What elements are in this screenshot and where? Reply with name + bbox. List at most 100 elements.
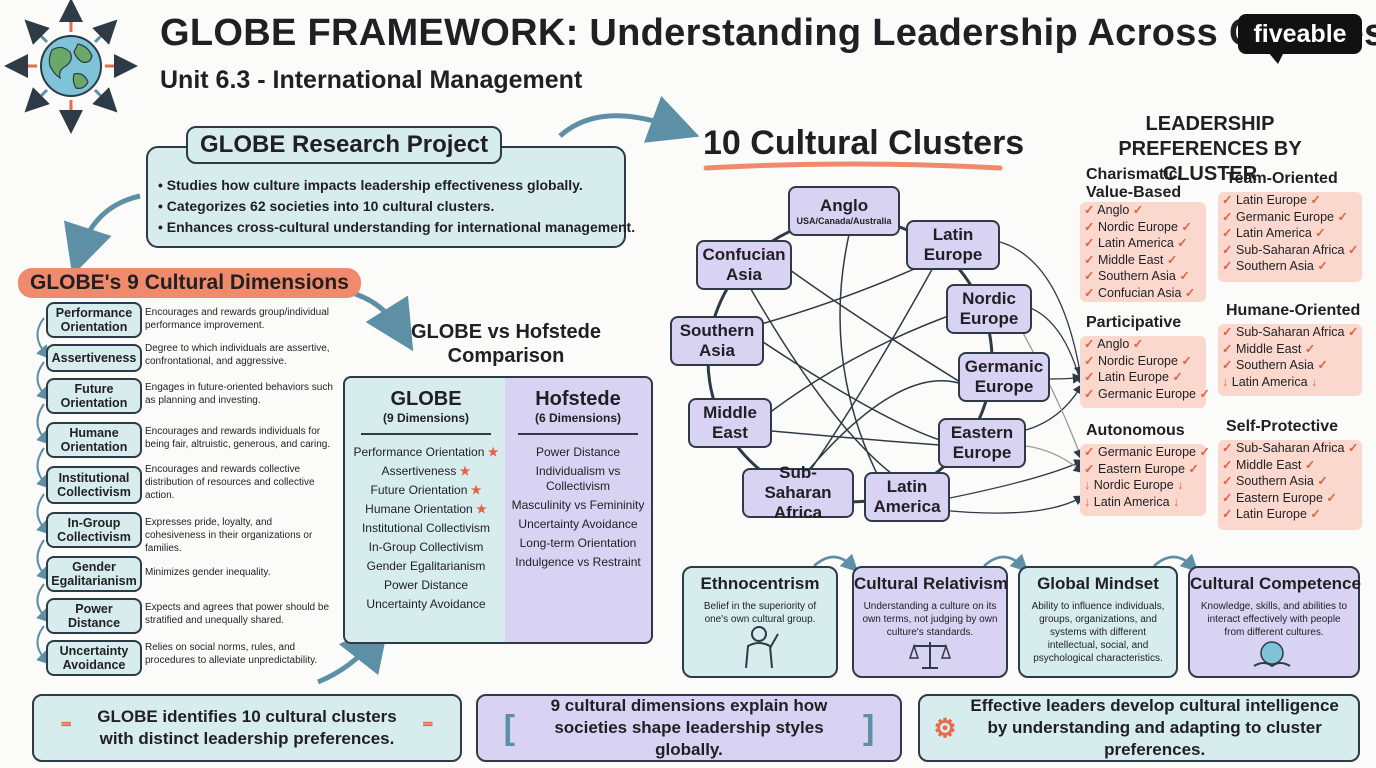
pref-item: ✓ Latin Europe ✓ xyxy=(1084,370,1183,384)
concept-card-cultural-competence: Cultural Competence Knowledge, skills, a… xyxy=(1188,566,1361,678)
pref-item: ↓ Nordic Europe ↓ xyxy=(1084,478,1184,492)
pref-box-team-oriented: ✓ Latin Europe ✓ ✓ Germanic Europe ✓ ✓ L… xyxy=(1218,192,1362,282)
dimension-desc: Expresses pride, loyalty, and cohesivene… xyxy=(145,517,313,554)
globe-dimension: Uncertainty Avoidance xyxy=(366,597,486,611)
globe-dimension: In-Group Collectivism xyxy=(368,540,484,554)
globe-dimension: Assertiveness ★ xyxy=(381,464,471,478)
globe-column: GLOBE (9 Dimensions) Performance Orienta… xyxy=(343,376,507,644)
pref-item: ✓ Sub-Saharan Africa ✓ xyxy=(1222,441,1359,455)
pref-item: ✓ Eastern Europe ✓ xyxy=(1084,461,1199,476)
globe-dimension: Humane Orientation ★ xyxy=(365,502,487,516)
dimension-desc: Encourages and rewards group/individual … xyxy=(145,307,330,331)
cluster-node-nordic-europe: Nordic Europe xyxy=(946,284,1032,334)
takeaway-text: Effective leaders develop cultural intel… xyxy=(970,696,1339,759)
page-title: GLOBE FRAMEWORK: Understanding Leadershi… xyxy=(160,12,1376,54)
globe-icon xyxy=(4,0,138,134)
page-subtitle: Unit 6.3 - International Management xyxy=(160,66,583,94)
handshake-globe-icon xyxy=(1253,641,1291,668)
pref-box-charismatic: ✓ Anglo ✓ ✓ Nordic Europe ✓ ✓ Latin Amer… xyxy=(1080,202,1206,302)
pref-item: ✓ Middle East ✓ xyxy=(1084,252,1178,267)
pref-item: ✓ Latin America ✓ xyxy=(1084,236,1188,250)
cluster-name: Middle East xyxy=(703,403,757,442)
scales-icon xyxy=(908,642,952,669)
dimension-name: Future Orientation xyxy=(46,378,142,414)
pref-item: ✓ Middle East ✓ xyxy=(1222,457,1316,472)
cluster-node-latin-europe: Latin Europe xyxy=(906,220,1000,270)
concept-card-ethnocentrism: Ethnocentrism Belief in the superiority … xyxy=(682,566,838,678)
pref-box-autonomous: ✓ Germanic Europe ✓ ✓ Eastern Europe ✓ ↓… xyxy=(1080,444,1210,516)
clusters-title: 10 Cultural Clusters xyxy=(703,124,1025,162)
hofstede-dimension: Long-term Orientation xyxy=(519,536,637,550)
concept-title: Ethnocentrism xyxy=(700,574,820,593)
cluster-sub: USA/Canada/Australia xyxy=(796,215,892,226)
pref-item: ✓ Germanic Europe ✓ xyxy=(1084,445,1210,459)
dimension-name: Humane Orientation xyxy=(46,422,142,458)
concept-desc: Understanding a culture on its own terms… xyxy=(862,601,998,638)
research-bullet: • Enhances cross-cultural understanding … xyxy=(158,219,636,235)
pref-item: ✓ Latin Europe ✓ xyxy=(1222,193,1321,207)
logo-tail xyxy=(1268,52,1284,64)
pref-item: ✓ Southern Asia ✓ xyxy=(1222,259,1328,273)
globe-dimension: Power Distance xyxy=(383,578,469,592)
cluster-name: Latin Europe xyxy=(923,225,983,264)
research-project-title: GLOBE Research Project xyxy=(186,126,503,164)
dimension-desc: Relies on social norms, rules, and proce… xyxy=(145,642,318,666)
cluster-name: Germanic Europe xyxy=(964,357,1044,396)
cluster-node-anglo: Anglo USA/Canada/Australia xyxy=(788,186,900,236)
hofstede-dimension: Individualism vs Collectivism xyxy=(535,464,621,493)
globe-dimension: Gender Egalitarianism xyxy=(366,559,486,573)
cluster-node-southern-asia: Southern Asia xyxy=(670,316,764,366)
cluster-node-germanic-europe: Germanic Europe xyxy=(958,352,1050,402)
hofstede-dimension: Power Distance xyxy=(535,445,621,459)
pref-item: ↓ Latin America ↓ xyxy=(1084,494,1180,509)
pref-heading: Participative xyxy=(1086,314,1182,331)
pref-item: ✓ Southern Asia ✓ xyxy=(1222,358,1328,372)
research-bullet: • Studies how culture impacts leadership… xyxy=(158,177,583,193)
pref-item: ✓ Germanic Europe ✓ xyxy=(1084,386,1210,401)
dimension-name: Assertiveness xyxy=(46,344,142,372)
dimension-name: Gender Egalitarianism xyxy=(46,556,142,592)
pref-item: ✓ Anglo ✓ xyxy=(1084,203,1144,217)
hofstede-dimension: Uncertainty Avoidance xyxy=(518,517,638,531)
cluster-node-sub-saharan-africa: Sub-Saharan Africa xyxy=(742,463,854,522)
globe-dimension: Future Orientation ★ xyxy=(370,483,482,497)
person-icon xyxy=(745,626,779,669)
cluster-name: Confucian Asia xyxy=(702,245,786,284)
pref-heading: Self-Protective xyxy=(1226,418,1339,435)
globe-heading: GLOBE xyxy=(390,388,462,410)
cluster-node-confucian-asia: Confucian Asia xyxy=(696,240,792,290)
dimension-desc: Encourages and rewards individuals for b… xyxy=(145,426,331,450)
cluster-node-latin-america: Latin America xyxy=(864,472,950,522)
preferences-title: LEADERSHIP PREFERENCES BY CLUSTER xyxy=(1118,113,1302,185)
pref-item: ✓ Southern Asia ✓ xyxy=(1084,269,1190,283)
hofstede-dimension: Indulgence vs Restraint xyxy=(515,555,641,569)
pref-heading: Autonomous xyxy=(1086,422,1185,439)
divider xyxy=(518,433,638,435)
globe-dimension: Institutional Collectivism xyxy=(361,521,491,535)
comparison-title: GLOBE vs Hofstede Comparison xyxy=(410,321,602,367)
dimension-name: Uncertainty Avoidance xyxy=(46,640,142,676)
concept-card-global-mindset: Global Mindset Ability to influence indi… xyxy=(1018,566,1178,678)
hofstede-dimension-list: Power Distance Individualism vs Collecti… xyxy=(505,443,651,572)
globe-dimension: Performance Orientation ★ xyxy=(353,445,499,459)
pref-item: ✓ Latin America ✓ xyxy=(1222,226,1326,240)
brand-logo[interactable]: fiveable xyxy=(1238,14,1362,54)
pref-item: ✓ Germanic Europe ✓ xyxy=(1222,209,1348,224)
pref-item: ✓ Confucian Asia ✓ xyxy=(1084,285,1196,300)
pref-item: ✓ Sub-Saharan Africa ✓ xyxy=(1222,325,1359,339)
concept-title: Cultural Relativism xyxy=(854,574,1008,593)
concept-title: Cultural Competence xyxy=(1190,574,1361,593)
cluster-name: Southern Asia xyxy=(679,321,755,360)
globe-subheading: (9 Dimensions) xyxy=(382,411,469,425)
takeaway-text: GLOBE identifies 10 cultural clusters wi… xyxy=(97,707,397,748)
dimension-name: Performance Orientation xyxy=(46,302,142,338)
cluster-node-eastern-europe: Eastern Europe xyxy=(938,418,1026,468)
dimension-desc: Minimizes gender inequality. xyxy=(145,567,271,578)
cluster-name: Latin America xyxy=(873,477,941,516)
gear-icon: ⚙ xyxy=(933,713,957,743)
spark-right-icon: ⁼ xyxy=(422,715,434,740)
dimension-desc: Encourages and rewards collective distri… xyxy=(145,464,315,501)
cluster-name: Sub-Saharan Africa xyxy=(764,463,832,522)
pref-heading: Team-Oriented xyxy=(1226,170,1338,187)
pref-item: ✓ Middle East ✓ xyxy=(1222,341,1316,356)
